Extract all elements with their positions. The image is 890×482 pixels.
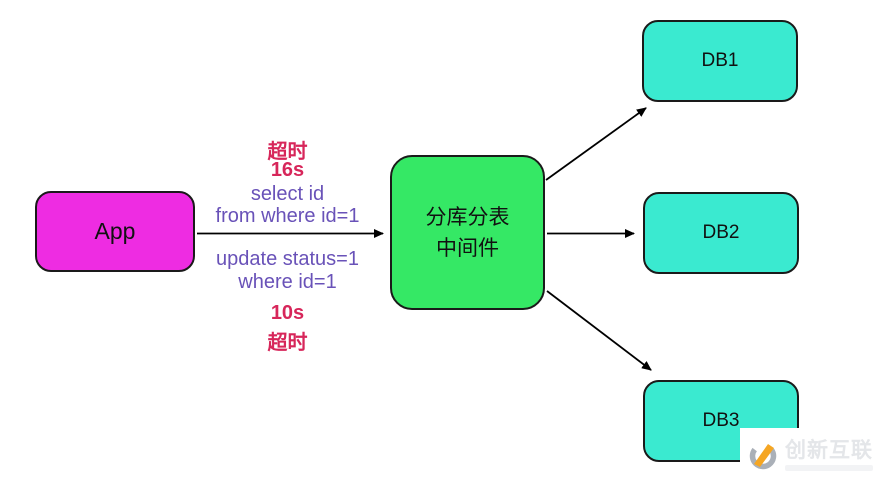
annotation-update-line2: where id=1 [238,271,337,293]
annotation-timeout-top-value: 16s [270,159,305,181]
node-db2: DB2 [643,192,799,274]
annotation-select-line2: from where id=1 [215,205,360,227]
node-middleware-label-line1: 分库分表 [425,205,510,229]
watermark-brand: 创新互联 [785,438,873,462]
watermark: 创新互联 [740,428,890,482]
node-db1: DB1 [642,20,798,102]
arrow-middleware-to-db1 [545,107,647,181]
node-db1-label: DB1 [701,50,739,71]
watermark-text-group: 创新互联 [785,438,873,471]
annotation-select-line1: select id [250,183,325,205]
annotation-update-line1: update status=1 [216,248,359,270]
node-middleware-label-line2: 中间件 [436,236,499,260]
node-db3-label: DB3 [702,410,740,431]
node-db2-label: DB2 [702,222,740,243]
node-middleware: 分库分表 中间件 [390,155,545,310]
watermark-subtext-bar [785,464,873,471]
node-app-label: App [94,218,136,244]
annotation-timeout-bottom-value: 10s [270,302,305,324]
brand-logo-icon [749,442,777,470]
annotation-timeout-bottom-label: 超时 [267,332,308,354]
annotation-timeout-top-label: 超时 [267,141,308,163]
node-app: App [35,191,195,272]
arrow-middleware-to-db3 [546,290,652,371]
